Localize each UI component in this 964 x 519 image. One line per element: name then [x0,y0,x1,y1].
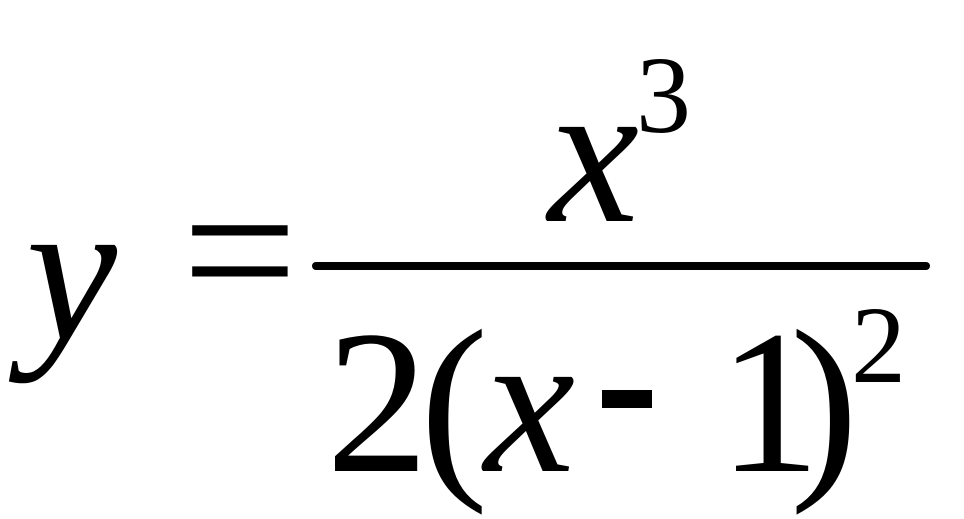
fraction-bar [312,262,930,270]
numerator-variable: x [548,39,639,266]
denominator-constant: 1 [718,289,821,516]
equals-sign: = [182,137,298,364]
denominator-coefficient: 2 [326,289,429,516]
denominator-exponent: 2 [851,284,906,406]
denominator-minus-sign [602,390,652,408]
numerator-exponent: 3 [636,34,691,156]
denominator-close-paren: ) [790,289,859,516]
denominator-open-paren: ( [420,289,489,516]
lhs-variable: y [26,157,117,384]
denominator-variable: x [484,289,575,516]
